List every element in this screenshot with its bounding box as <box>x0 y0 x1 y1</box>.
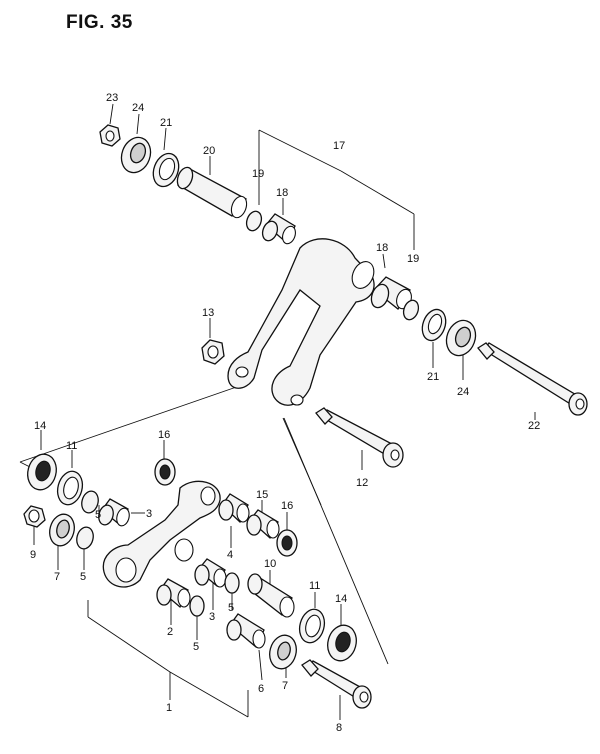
bearing-18-upper <box>261 213 296 245</box>
callout-1: 1 <box>166 702 172 714</box>
callout-5: 5 <box>95 509 101 521</box>
nut-23 <box>99 124 121 147</box>
callout-13: 13 <box>202 307 214 319</box>
callout-5: 5 <box>193 641 199 653</box>
spacer-19-right <box>402 299 420 321</box>
callout-14: 14 <box>34 420 46 432</box>
spacer-5-d <box>189 595 205 617</box>
callout-7: 7 <box>54 571 60 583</box>
callout-18: 18 <box>376 242 388 254</box>
seal-11-right <box>298 608 326 644</box>
callout-labels: 23 24 21 20 17 19 18 18 19 13 21 24 22 1… <box>30 92 540 734</box>
sleeve-6 <box>226 613 266 649</box>
bearing-2 <box>156 578 191 609</box>
bearing-3-lower <box>194 558 227 588</box>
relay-arm <box>227 238 375 406</box>
bolt-12 <box>315 407 404 468</box>
callout-22: 22 <box>528 420 540 432</box>
callout-4: 4 <box>227 549 233 561</box>
callout-19: 19 <box>407 253 419 265</box>
callout-6: 6 <box>258 683 264 695</box>
bearing-3-left <box>98 498 130 527</box>
callout-9: 9 <box>30 549 36 561</box>
bearing-4 <box>218 493 250 524</box>
sleeve-15 <box>246 509 280 540</box>
callout-5: 5 <box>228 602 234 614</box>
callout-8: 8 <box>336 722 342 734</box>
callout-20: 20 <box>203 145 215 157</box>
upper-parts <box>99 124 588 468</box>
spacer-5-a <box>81 490 99 514</box>
seal-16-top <box>154 458 176 486</box>
washer-14-right <box>327 624 357 662</box>
washer-7-right <box>269 634 297 670</box>
callout-23: 23 <box>106 92 118 104</box>
seal-11-left <box>56 470 84 506</box>
callout-12: 12 <box>356 477 368 489</box>
callout-7: 7 <box>282 680 288 692</box>
washer-24-upper <box>120 136 152 174</box>
spacer-19-upper <box>245 210 263 232</box>
washer-24-right <box>445 319 477 357</box>
nut-9 <box>23 505 46 528</box>
callout-14: 14 <box>335 593 347 605</box>
callout-10: 10 <box>264 558 276 570</box>
callout-15: 15 <box>256 489 268 501</box>
connecting-rod <box>102 480 221 588</box>
washer-7-left <box>49 513 75 547</box>
callout-16: 16 <box>281 500 293 512</box>
callout-21: 21 <box>427 371 439 383</box>
callout-19: 19 <box>252 168 264 180</box>
callout-11: 11 <box>309 580 320 592</box>
spacer-5-c <box>224 572 240 594</box>
callout-16: 16 <box>158 429 170 441</box>
bolt-8 <box>301 659 372 709</box>
nut-13 <box>201 339 225 365</box>
callout-21: 21 <box>160 117 172 129</box>
callout-5: 5 <box>80 571 86 583</box>
spacer-5-b <box>76 526 94 550</box>
callout-18: 18 <box>276 187 288 199</box>
figure-title: FIG. 35 <box>66 12 133 33</box>
callout-17: 17 <box>333 140 345 152</box>
callout-24: 24 <box>457 386 469 398</box>
lower-parts <box>23 453 372 709</box>
sleeve-10 <box>247 573 295 618</box>
callout-24: 24 <box>132 102 144 114</box>
sleeve-20 <box>176 166 248 219</box>
callout-3: 3 <box>209 611 215 623</box>
callout-3: 3 <box>146 508 152 520</box>
callout-11: 11 <box>66 440 77 452</box>
callout-2: 2 <box>167 626 173 638</box>
washer-14-left <box>27 453 57 491</box>
seal-16-right <box>276 529 298 557</box>
seal-21-right <box>421 308 447 342</box>
bolt-22 <box>477 342 588 416</box>
seal-21-upper <box>152 152 180 188</box>
